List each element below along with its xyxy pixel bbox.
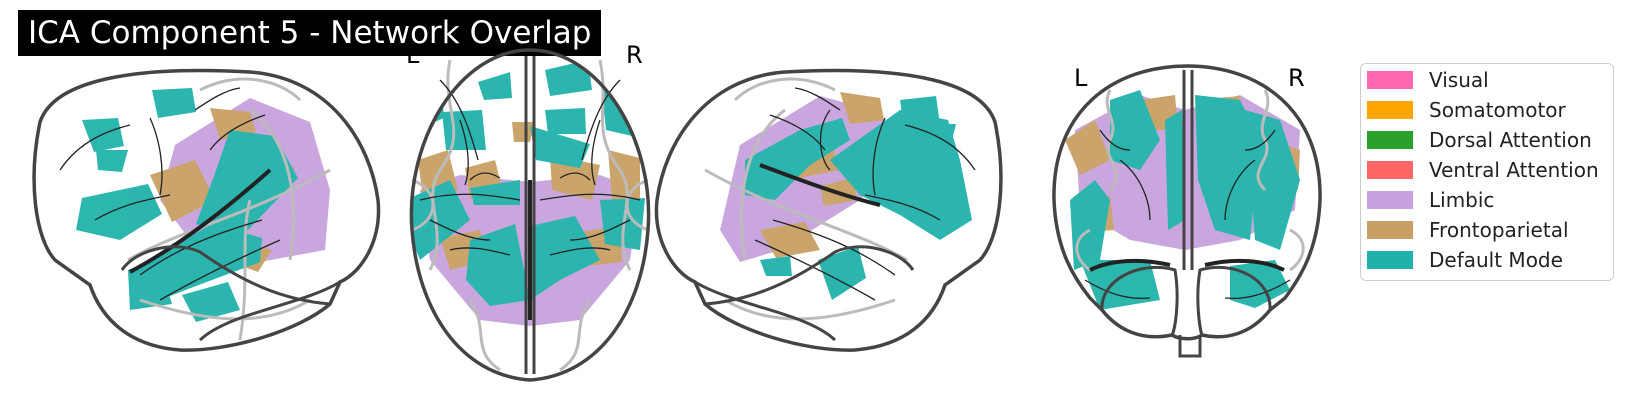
legend-swatch [1367,131,1413,149]
legend-item-default-mode: Default Mode [1367,246,1563,274]
sagittal-temporal-outline [120,245,341,342]
coronal-outline [1052,64,1322,341]
sagittal-sulci [754,87,976,301]
sagittal-left-view [32,68,381,352]
coronal-cerebellum-outline [1100,265,1272,358]
legend-label: Somatomotor [1429,98,1566,122]
axial-right-label: R [626,41,643,69]
sagittal-outline [654,68,1003,352]
network-legend: Visual Somatomotor Dorsal Attention Vent… [1360,63,1614,281]
legend-label: Dorsal Attention [1429,128,1592,152]
default-mode-region [76,88,298,322]
frontoparietal-region [760,92,884,258]
axial-sulci [419,79,641,256]
legend-swatch [1367,161,1413,179]
axial-gyri [411,59,649,372]
legend-label: Frontoparietal [1429,218,1569,242]
coronal-gyri [1075,89,1305,272]
legend-item-frontoparietal: Frontoparietal [1367,216,1569,244]
legend-item-somatomotor: Somatomotor [1367,96,1566,124]
coronal-midline [1182,70,1194,270]
legend-label: Limbic [1429,188,1495,212]
axial-view: L R [406,41,651,382]
sagittal-sulci [59,87,281,301]
coronal-view: L R [1052,64,1322,358]
axial-outline [409,48,651,382]
figure-title: ICA Component 5 - Network Overlap [18,10,602,56]
coronal-right-label: R [1288,64,1305,92]
legend-item-dorsal-attention: Dorsal Attention [1367,126,1592,154]
legend-label: Default Mode [1429,248,1563,272]
default-mode-region [411,56,649,306]
sagittal-right-view [654,68,1003,352]
limbic-region [720,96,900,262]
sagittal-gyri [127,77,331,341]
legend-swatch [1367,221,1413,239]
legend-swatch [1367,251,1413,269]
coronal-sulci [1084,129,1291,300]
legend-item-ventral-attention: Ventral Attention [1367,156,1599,184]
legend-item-visual: Visual [1367,66,1489,94]
default-mode-region [1070,90,1300,310]
legend-swatch [1367,101,1413,119]
axial-midline [524,56,536,374]
coronal-left-label: L [1074,64,1088,92]
sagittal-gyri [704,77,908,321]
axial-left-label: L [406,41,420,69]
sagittal-temporal-outline [694,245,915,342]
sagittal-outline [32,68,381,352]
legend-swatch [1367,71,1413,89]
legend-label: Visual [1429,68,1489,92]
legend-item-limbic: Limbic [1367,186,1494,214]
legend-swatch [1367,191,1413,209]
legend-label: Ventral Attention [1429,158,1599,182]
default-mode-region [745,96,972,300]
